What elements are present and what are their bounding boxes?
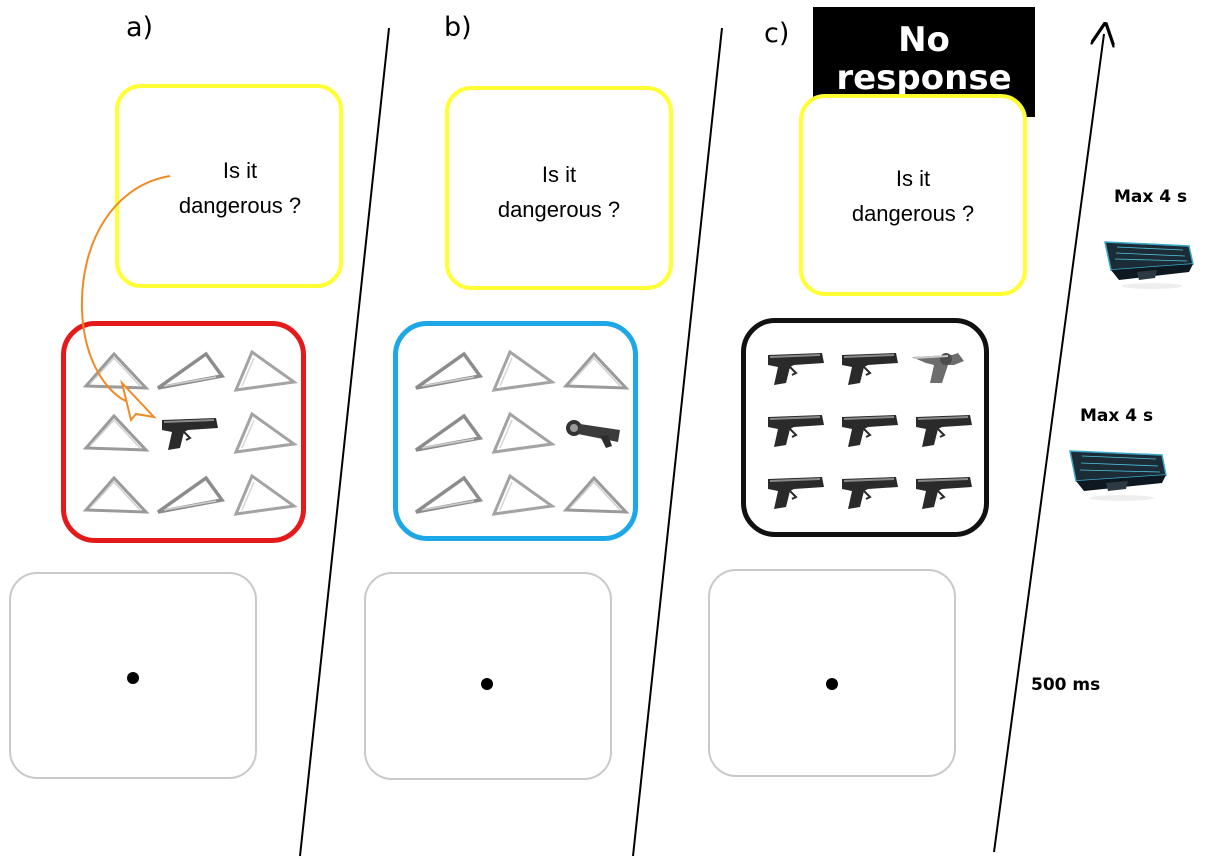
ruler-triangle-stimulus	[560, 346, 632, 396]
pistol-stimulus	[760, 467, 832, 517]
ruler-triangle-icon	[414, 413, 484, 452]
ruler-triangle-stimulus	[154, 470, 226, 520]
pistol-stimulus	[760, 405, 832, 455]
panel-label-a: a)	[126, 12, 154, 43]
ruler-triangle-icon	[491, 473, 556, 516]
ruler-triangle-stimulus	[80, 346, 152, 396]
panel-divider-line	[632, 27, 723, 857]
ruler-triangle-icon	[82, 475, 150, 514]
fixation-dot	[481, 678, 493, 690]
ruler-triangle-icon	[491, 349, 556, 392]
ruler-triangle-icon	[82, 413, 150, 452]
keyboard-icon	[1104, 241, 1194, 289]
ruler-triangle-icon	[156, 475, 226, 514]
question-text: Is it dangerous ?	[178, 158, 302, 218]
panel-divider-line	[299, 27, 390, 857]
fixation-frame	[708, 569, 956, 777]
ruler-triangle-icon	[233, 411, 298, 454]
fixation-duration-label: 500 ms	[1031, 675, 1101, 695]
question-frame	[445, 86, 673, 290]
question-frame	[115, 84, 343, 288]
question-text: Is it dangerous ?	[497, 162, 621, 222]
pistol-icon	[916, 415, 972, 447]
pistol-icon	[842, 477, 898, 509]
search-display-frame	[741, 318, 989, 537]
pistol-stimulus	[834, 405, 906, 455]
search-duration-label: Max 4 s	[1080, 406, 1154, 426]
pistol-icon	[842, 353, 898, 385]
panel-label-c: c)	[764, 18, 790, 49]
ruler-triangle-icon	[414, 351, 484, 390]
ruler-triangle-stimulus	[486, 408, 558, 458]
ruler-triangle-stimulus	[80, 470, 152, 520]
pistol-icon	[768, 353, 824, 385]
question-frame	[799, 94, 1027, 296]
pistol-stimulus	[154, 408, 226, 458]
ruler-triangle-icon	[491, 411, 556, 454]
flashlight-icon	[566, 420, 620, 448]
pistol-icon	[916, 477, 972, 509]
ruler-triangle-icon	[414, 475, 484, 514]
ruler-triangle-stimulus	[486, 470, 558, 520]
ruler-triangle-icon	[156, 351, 226, 390]
ruler-triangle-stimulus	[486, 346, 558, 396]
revolver-stimulus	[908, 343, 980, 393]
panel-label-b: b)	[444, 12, 472, 43]
pistol-icon	[768, 415, 824, 447]
ruler-triangle-stimulus	[80, 408, 152, 458]
ruler-triangle-stimulus	[228, 470, 300, 520]
flashlight-stimulus	[560, 408, 632, 458]
search-display-frame	[393, 321, 638, 541]
ruler-triangle-stimulus	[228, 408, 300, 458]
ruler-triangle-stimulus	[154, 346, 226, 396]
ruler-triangle-stimulus	[412, 408, 484, 458]
pistol-icon	[842, 415, 898, 447]
fixation-frame	[364, 572, 612, 780]
question-text: Is it dangerous ?	[851, 166, 975, 226]
ruler-triangle-icon	[562, 351, 630, 390]
ruler-triangle-icon	[233, 473, 298, 516]
ruler-triangle-icon	[562, 475, 630, 514]
ruler-triangle-stimulus	[560, 470, 632, 520]
pistol-stimulus	[908, 405, 980, 455]
pistol-stimulus	[834, 467, 906, 517]
ruler-triangle-stimulus	[412, 346, 484, 396]
keyboard-icon	[1069, 450, 1167, 501]
ruler-triangle-stimulus	[228, 346, 300, 396]
pistol-stimulus	[834, 343, 906, 393]
revolver-icon	[912, 353, 964, 383]
fixation-dot	[826, 678, 838, 690]
time-arrow-icon	[993, 34, 1104, 853]
pistol-icon	[768, 477, 824, 509]
search-display-frame	[61, 321, 306, 543]
pistol-stimulus	[760, 343, 832, 393]
ruler-triangle-icon	[82, 351, 150, 390]
ruler-triangle-stimulus	[412, 470, 484, 520]
fixation-dot	[127, 672, 139, 684]
pistol-stimulus	[908, 467, 980, 517]
question-duration-label: Max 4 s	[1114, 187, 1188, 207]
curved-arrow-icon	[80, 175, 171, 423]
ruler-triangle-icon	[233, 349, 298, 392]
pistol-icon	[162, 418, 218, 450]
